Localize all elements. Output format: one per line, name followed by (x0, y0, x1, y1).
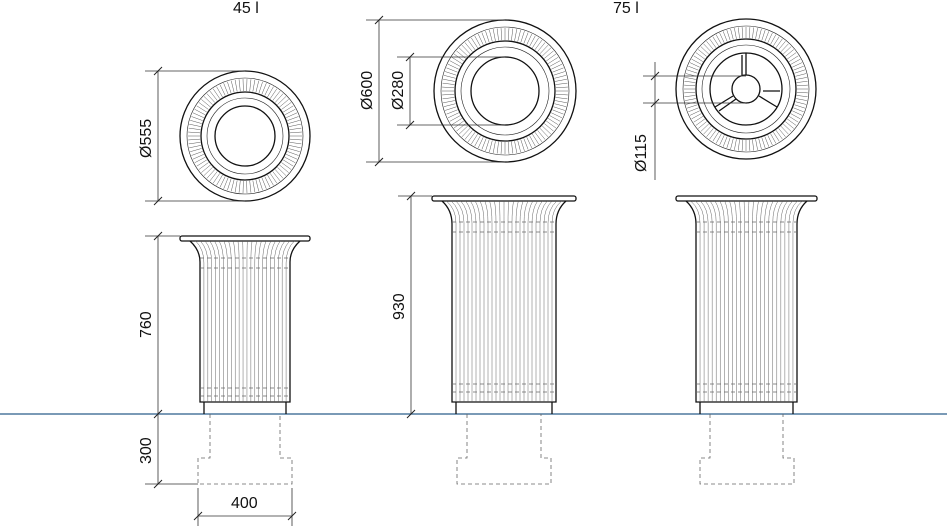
foundation-depth-label: 300 (138, 437, 155, 464)
dimension-height-75l (398, 191, 432, 419)
top-view-45l (179, 70, 311, 202)
top-view-75l (433, 19, 577, 163)
diameter-45l-label: Ø555 (138, 119, 155, 158)
foundation-45l (197, 414, 293, 485)
height-45l-label: 760 (138, 311, 155, 338)
diameter-outer-75l-label: Ø600 (359, 71, 376, 110)
dimension-diameter-inner-75l (397, 52, 505, 130)
top-view-75l-insert (675, 18, 817, 160)
dimension-diameter-outer-75l (366, 15, 505, 167)
height-75l-label: 930 (391, 293, 408, 320)
diameter-inner-75l-label: Ø280 (390, 71, 407, 110)
dimension-diameter-45l (145, 66, 245, 206)
dimension-foundation-depth (145, 414, 198, 489)
capacity-45l-label: 45 l (233, 0, 259, 17)
dimension-diameter-small (643, 62, 746, 180)
side-view-45l (179, 235, 311, 414)
dimension-foundation-width (193, 488, 297, 526)
dimension-height-45l (145, 231, 180, 419)
foundation-width-label: 400 (231, 495, 258, 512)
capacity-75l-label: 75 l (613, 0, 639, 17)
side-view-75l-insert (675, 195, 818, 485)
diameter-small-label: Ø115 (633, 134, 650, 172)
side-view-75l (431, 195, 577, 485)
